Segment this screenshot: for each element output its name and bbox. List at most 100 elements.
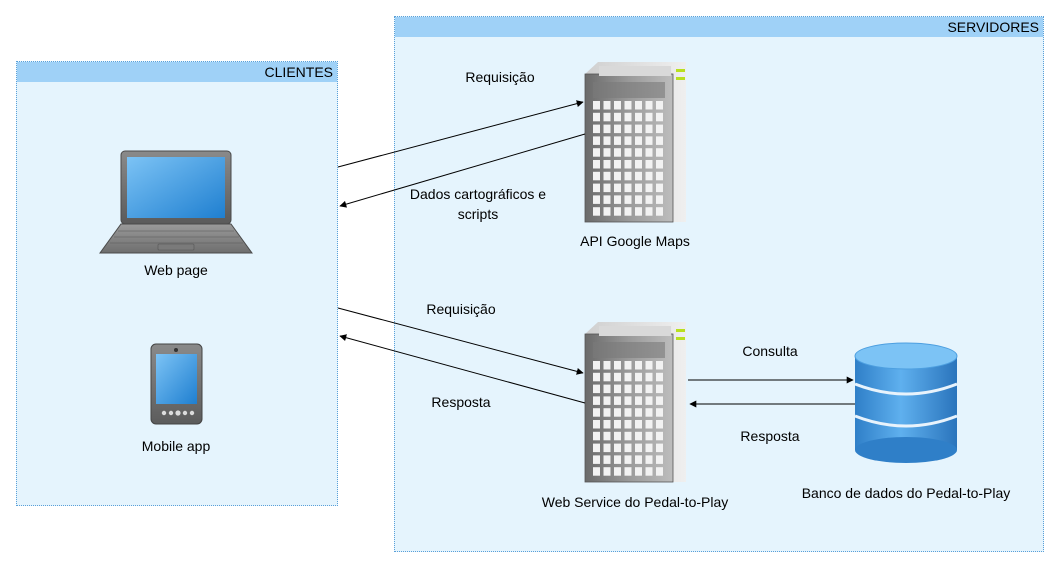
server-window-cell — [635, 455, 642, 464]
server-window-cell — [614, 408, 621, 417]
server-window-cell — [645, 396, 653, 405]
database-label: Banco de dados do Pedal-to-Play — [801, 485, 1011, 501]
server-window-cell — [624, 148, 632, 157]
server-window-cell — [624, 160, 632, 169]
server-window-cell — [593, 431, 600, 441]
server-window-cell — [645, 136, 653, 145]
server-window-cell — [624, 467, 632, 476]
server-window-cell — [593, 148, 600, 157]
servers-group-title: SERVIDORES — [947, 19, 1039, 35]
server-window-cell — [645, 160, 653, 169]
server-window-cell — [645, 408, 653, 417]
server-window-cell — [614, 372, 621, 382]
server-window-cell — [593, 112, 600, 122]
server-window-cell — [656, 112, 663, 122]
server-window-cell — [624, 384, 632, 394]
arrow-webservice-to-client — [339, 334, 586, 404]
server-window-cell — [656, 171, 663, 181]
server-window-cell — [635, 396, 642, 405]
server-window-cell — [614, 207, 621, 216]
server-window-cell — [624, 183, 632, 193]
clients-group-title: CLIENTES — [264, 64, 333, 80]
server-window-cell — [656, 207, 663, 216]
server-window-cell — [603, 384, 611, 394]
server-window-cell — [614, 467, 621, 476]
server-window-cell — [593, 372, 600, 382]
server-window-cell — [593, 408, 600, 417]
server-window-cell — [614, 183, 621, 193]
server-window-cell — [635, 384, 642, 394]
server-window-cell — [603, 101, 611, 110]
maps-response-label: Dados cartográficos e scripts — [409, 186, 547, 222]
server-window-cell — [593, 396, 600, 405]
server-window-cell — [624, 443, 632, 453]
server-window-cell — [656, 124, 663, 134]
server-window-cell — [635, 207, 642, 216]
server-window-cell — [656, 372, 663, 382]
server-window-cell — [603, 467, 611, 476]
server-window-cell — [645, 443, 653, 453]
server-window-cell — [624, 195, 632, 204]
server-window-cell — [656, 455, 663, 464]
web-service-label: Web Service do Pedal-to-Play — [541, 494, 729, 510]
server-window-cell — [603, 112, 611, 122]
server-window-cell — [603, 195, 611, 204]
server-window-cell — [593, 101, 600, 110]
smartphone-icon — [150, 343, 203, 425]
server-window-cell — [603, 372, 611, 382]
ws-response-label: Resposta — [431, 394, 491, 410]
db-query-label: Consulta — [742, 343, 798, 359]
server-window-cell — [614, 443, 621, 453]
server-window-cell — [593, 420, 600, 429]
server-window-cell — [635, 171, 642, 181]
server-window-cell — [603, 160, 611, 169]
server-window-cell — [614, 101, 621, 110]
server-window-cell — [624, 136, 632, 145]
server-window-cell — [635, 372, 642, 382]
server-window-cell — [645, 207, 653, 216]
server-window-cell — [593, 467, 600, 476]
server-window-cell — [635, 408, 642, 417]
google-maps-server-icon — [584, 62, 686, 223]
server-window-cell — [603, 396, 611, 405]
server-window-cell — [645, 101, 653, 110]
server-window-cell — [645, 420, 653, 429]
server-window-cell — [593, 124, 600, 134]
server-window-cell — [656, 443, 663, 453]
server-window-cell — [614, 195, 621, 204]
server-window-cell — [656, 160, 663, 169]
maps-request-label: Requisição — [465, 69, 535, 85]
server-window-cell — [624, 408, 632, 417]
database-icon — [854, 342, 958, 463]
server-window-cell — [603, 148, 611, 157]
server-window-cell — [656, 361, 663, 370]
server-window-cell — [635, 112, 642, 122]
server-window-cell — [614, 361, 621, 370]
server-window-cell — [635, 420, 642, 429]
db-response-label: Resposta — [740, 428, 800, 444]
web-service-server-icon — [584, 322, 686, 483]
server-window-cell — [624, 361, 632, 370]
ws-request-label: Requisição — [426, 301, 496, 317]
arrow-webpage-to-maps — [337, 100, 584, 168]
arrow-client-to-webservice — [337, 307, 584, 375]
server-window-cell — [603, 431, 611, 441]
clients-group: CLIENTES — [16, 61, 338, 506]
server-window-cell — [614, 112, 621, 122]
server-window-cell — [656, 148, 663, 157]
server-window-cell — [624, 372, 632, 382]
server-window-cell — [614, 124, 621, 134]
server-window-cell — [614, 420, 621, 429]
server-window-cell — [635, 136, 642, 145]
server-window-cell — [603, 455, 611, 464]
server-window-cell — [603, 207, 611, 216]
server-window-cell — [593, 195, 600, 204]
server-window-cell — [603, 361, 611, 370]
server-window-cell — [624, 171, 632, 181]
google-maps-label: API Google Maps — [580, 233, 690, 249]
server-window-cell — [614, 160, 621, 169]
server-window-cell — [593, 183, 600, 193]
server-window-cell — [603, 183, 611, 193]
server-window-cell — [635, 195, 642, 204]
